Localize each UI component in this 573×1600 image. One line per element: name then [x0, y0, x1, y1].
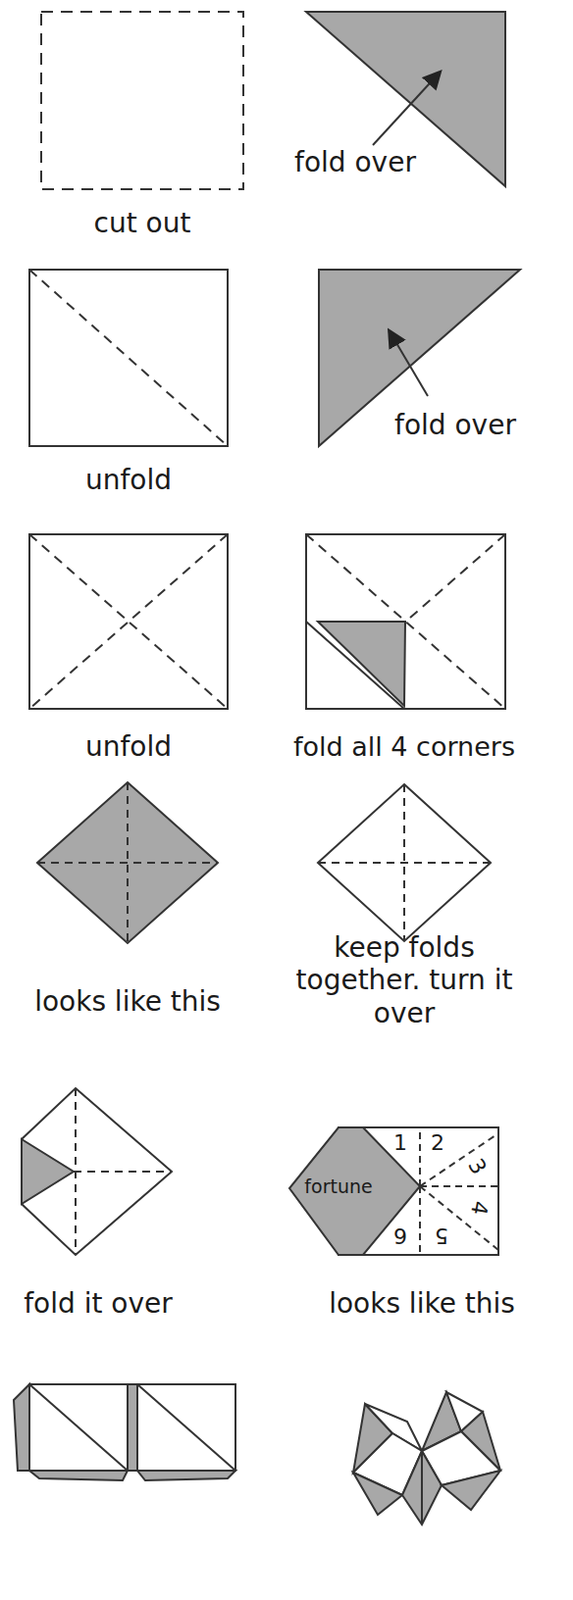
- middle-strip: [127, 1385, 138, 1472]
- step-caption: looks like this: [328, 1288, 516, 1322]
- crease: [306, 534, 506, 710]
- crease: [419, 1187, 499, 1251]
- crease: [29, 534, 228, 710]
- step-caption: fold over: [294, 146, 417, 180]
- section-number: 6: [393, 1223, 408, 1250]
- fortune-flap: [289, 1128, 420, 1256]
- diagonal: [29, 1385, 128, 1472]
- section-number: 1: [393, 1131, 408, 1157]
- crease: [126, 782, 129, 944]
- step-caption: cut out: [94, 207, 192, 241]
- fold-edge: [420, 1452, 423, 1526]
- fold-arrow: [372, 72, 440, 146]
- crease: [403, 784, 406, 942]
- folded-half: [29, 1385, 128, 1472]
- crease: [74, 1089, 77, 1256]
- diagonal: [137, 1385, 236, 1472]
- white-diamond: [317, 784, 491, 942]
- step-caption: fold over: [394, 409, 517, 443]
- folding-diamond: [21, 1089, 172, 1256]
- crease: [73, 1171, 172, 1174]
- step-caption: fold it over: [23, 1288, 173, 1322]
- grey-diamond: [37, 782, 218, 944]
- folded-corner-gap: [306, 622, 405, 710]
- folded-corner: [317, 622, 406, 707]
- crease: [29, 269, 228, 447]
- crease: [306, 534, 506, 710]
- step-caption: unfold: [85, 464, 172, 498]
- pocket: [402, 1452, 442, 1526]
- crease: [37, 862, 218, 865]
- step-caption: unfold: [85, 730, 172, 765]
- step-caption: fold all 4 corners: [293, 731, 516, 764]
- folded-triangle: [318, 269, 521, 447]
- fold-arrow: [389, 331, 428, 397]
- fortune-label: fortune: [304, 1176, 372, 1199]
- bottom-flap: [137, 1471, 236, 1482]
- paper-square: [306, 534, 506, 710]
- crease: [418, 1187, 421, 1256]
- folded-half: [137, 1385, 236, 1472]
- step-caption: looks like this: [34, 986, 221, 1020]
- crease: [29, 534, 228, 710]
- crease: [418, 1128, 421, 1188]
- section-number: 5: [434, 1223, 449, 1250]
- cut-square: [41, 11, 244, 190]
- pocket: [441, 1471, 501, 1511]
- crease: [317, 862, 491, 865]
- step-caption: keep folds together. turn it over: [291, 932, 518, 1032]
- paper-square: [29, 534, 228, 710]
- pocket: [353, 1473, 403, 1516]
- bottom-flap: [29, 1471, 128, 1482]
- crease: [419, 1186, 499, 1189]
- section-number: 2: [430, 1131, 445, 1157]
- paper-square: [29, 269, 228, 447]
- side-flap: [13, 1385, 30, 1472]
- folded-flap: [21, 1140, 74, 1205]
